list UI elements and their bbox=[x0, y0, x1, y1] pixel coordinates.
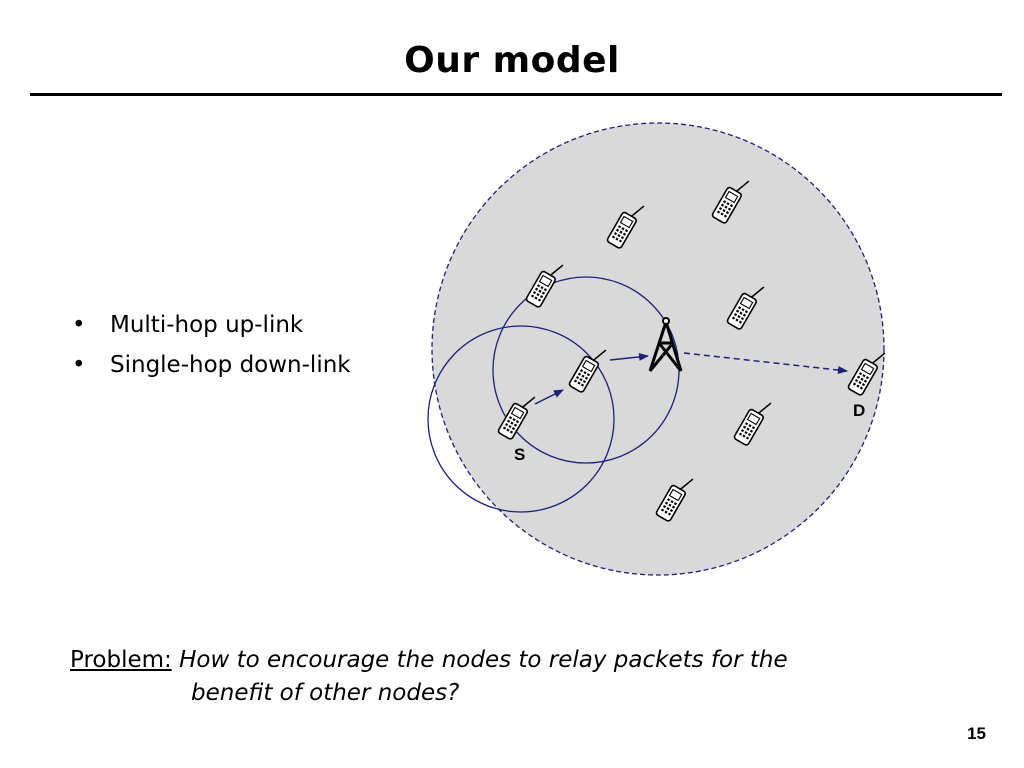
source-node-label: S bbox=[514, 445, 525, 464]
uplink-arrow-2 bbox=[609, 352, 649, 361]
problem-question-line1: How to encourage the nodes to relay pack… bbox=[179, 647, 788, 673]
downlink-arrow bbox=[683, 352, 848, 374]
range-circle-source bbox=[427, 325, 615, 513]
bullet-text: Multi-hop up-link bbox=[110, 312, 304, 338]
problem-label: Problem: bbox=[70, 647, 172, 673]
antenna-tower-icon bbox=[648, 317, 683, 372]
destination-node-label: D bbox=[853, 401, 865, 420]
problem-statement: Problem: How to encourage the nodes to r… bbox=[70, 644, 970, 710]
problem-question-line2: benefit of other nodes? bbox=[191, 680, 460, 706]
bullet-item: • Single-hop down-link bbox=[72, 345, 351, 385]
bullet-item: • Multi-hop up-link bbox=[72, 305, 351, 345]
bullet-dot: • bbox=[72, 352, 86, 378]
bullet-text: Single-hop down-link bbox=[110, 352, 351, 378]
page-number: 15 bbox=[967, 724, 986, 743]
title-divider bbox=[30, 93, 1002, 96]
slide-title: Our model bbox=[404, 40, 620, 81]
bullet-dot: • bbox=[72, 312, 86, 338]
bullet-list: • Multi-hop up-link • Single-hop down-li… bbox=[72, 305, 351, 385]
uplink-arrow-1 bbox=[534, 389, 564, 405]
